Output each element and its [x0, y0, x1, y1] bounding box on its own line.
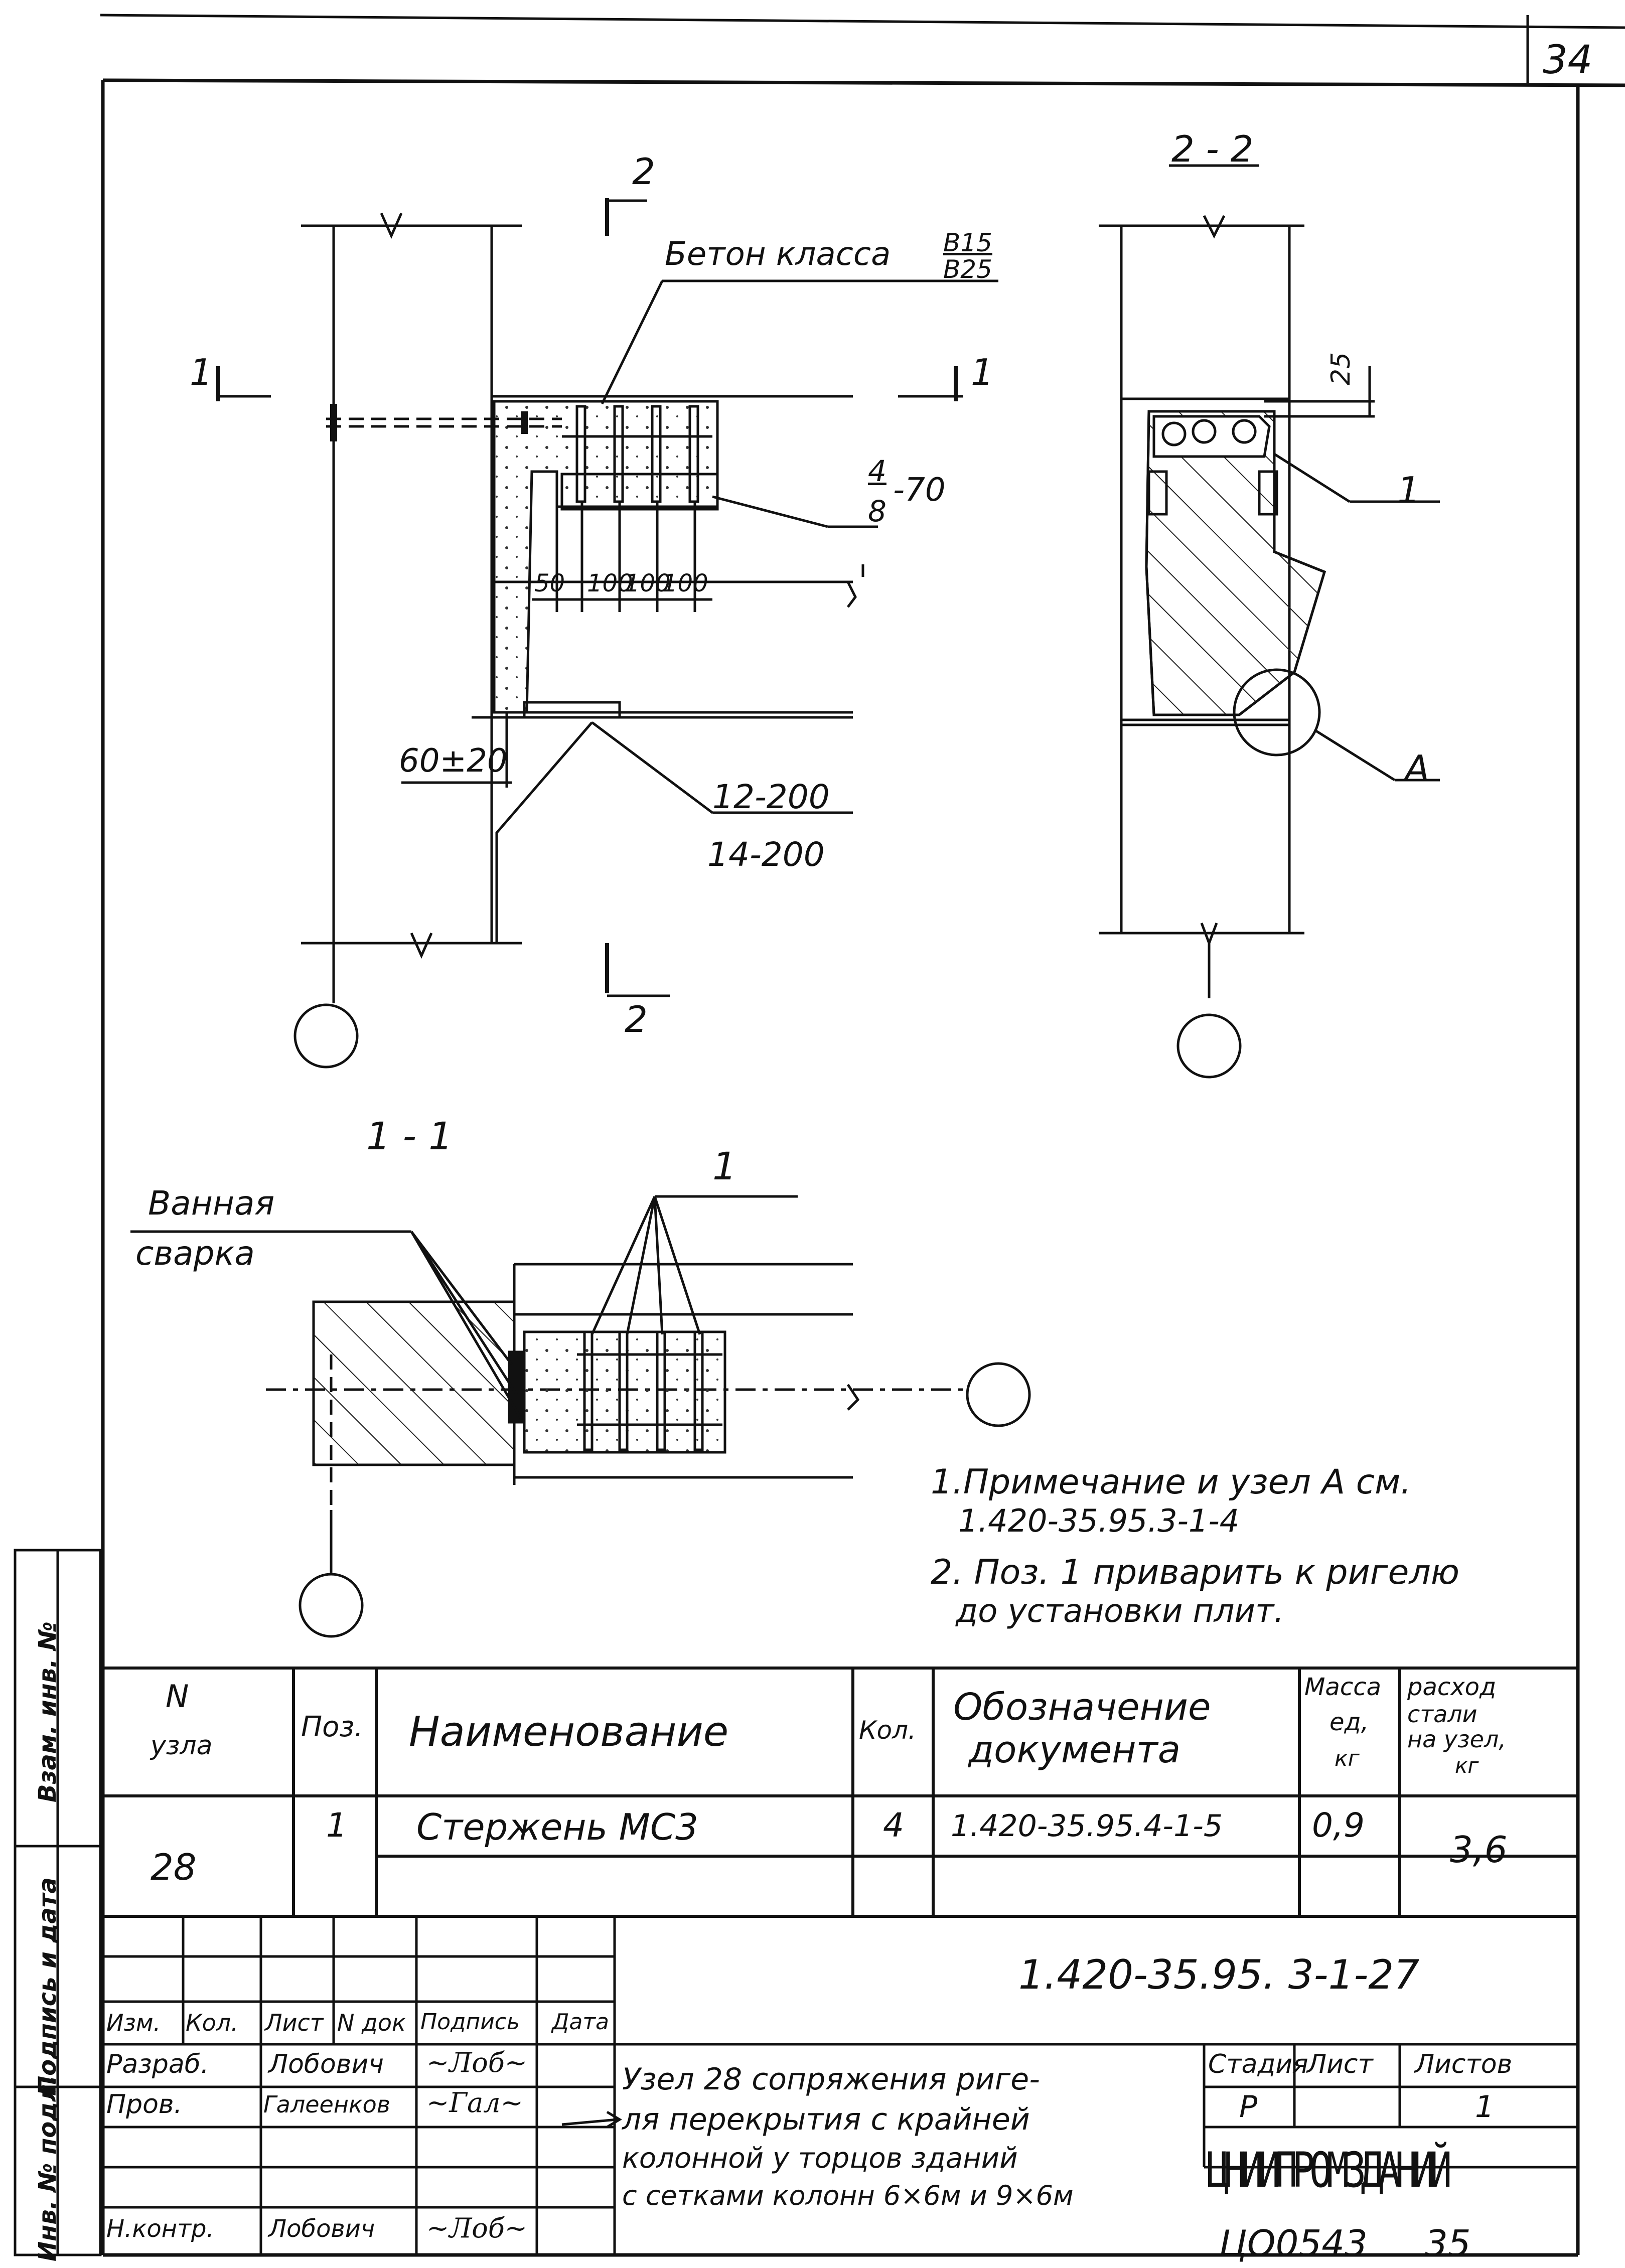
concrete-class-label: Бетон класса — [665, 236, 891, 273]
title-line-3: колонной у торцов зданий — [622, 2142, 1018, 2175]
title-line-4: с сетками колонн 6×6м и 9×6м — [622, 2180, 1074, 2211]
col-podpis: Подпись — [420, 2009, 520, 2035]
dim-100-b: 100 — [625, 569, 671, 597]
page-bottom-number: 35 — [1425, 2222, 1471, 2264]
section-2-2-title: 2 - 2 — [1171, 128, 1254, 170]
th-mass-2: ед, — [1329, 1708, 1369, 1736]
inventory-code: ЦО0543 — [1219, 2222, 1368, 2264]
rebar-spacing: -70 — [893, 472, 946, 509]
th-pos: Поз. — [301, 1711, 363, 1743]
side-label-sign-date: Подпись и дата — [34, 1877, 62, 2096]
bath-welding-label-2: сварка — [135, 1234, 255, 1273]
section-1-1-title: 1 - 1 — [366, 1114, 453, 1158]
main-elevation — [216, 198, 998, 1069]
title-line-1: Узел 28 сопряжения риге- — [622, 2062, 1040, 2097]
concrete-class-top: B15 — [943, 228, 992, 257]
role-prov: Пров. — [106, 2089, 183, 2120]
th-doc-2: документа — [968, 1728, 1181, 1771]
pos-1-callout-section-11: 1 — [712, 1144, 737, 1188]
title-line-2: ля перекрытия с крайней — [622, 2102, 1030, 2137]
section-1-marker-right: 1 — [971, 351, 994, 393]
dim-50: 50 — [534, 569, 565, 597]
title-block-grid — [103, 1916, 1578, 2255]
th-steel-2: стали — [1407, 1701, 1478, 1728]
th-steel-1: расход — [1407, 1673, 1497, 1701]
td-doc: 1.420-35.95.4-1-5 — [951, 1808, 1223, 1844]
stage-label: Стадия — [1208, 2049, 1308, 2079]
bath-welding-label-1: Ванная — [148, 1184, 275, 1223]
sheet-label: Лист — [1307, 2049, 1373, 2079]
td-pos: 1 — [326, 1806, 347, 1845]
sheets-value: 1 — [1475, 2089, 1495, 2125]
th-mass-3: кг — [1335, 1746, 1360, 1771]
sheet-frame — [100, 14, 1625, 2257]
dim-100-c: 100 — [662, 569, 708, 597]
pos-1-callout-section-22: 1 — [1397, 469, 1420, 511]
note-2-line-2: до установки плит. — [956, 1593, 1284, 1630]
th-name: Наименование — [409, 1708, 729, 1756]
sheets-label: Листов — [1415, 2049, 1513, 2079]
side-strip-lines — [14, 1549, 102, 2256]
side-label-inv-no: Инв. № подл. — [34, 2075, 62, 2261]
td-name: Стержень МС3 — [416, 1806, 698, 1848]
role-nkontr: Н.контр. — [106, 2215, 214, 2243]
signature-prov: ~Гал~ — [426, 2087, 523, 2119]
signature-nkontr: ~Лоб~ — [426, 2212, 528, 2244]
stage-value: Р — [1239, 2089, 1258, 2125]
sheet-number: 34 — [1543, 38, 1593, 83]
rebar-mark-bottom: 8 — [868, 494, 887, 528]
th-steel-3: на узел, — [1407, 1726, 1506, 1753]
th-node-no-2: узла — [151, 1731, 213, 1761]
side-label-replaces-inv: Взам. инв. № — [34, 1621, 62, 1802]
th-mass-1: Масса — [1304, 1673, 1382, 1701]
spec-table-grid — [103, 1667, 1578, 1918]
section-1-marker-left: 1 — [190, 351, 213, 393]
dim-60-20: 60±20 — [399, 742, 508, 780]
th-qty: Кол. — [859, 1716, 916, 1745]
doc-code: 1.420-35.95. 3-1-27 — [1018, 1951, 1420, 1998]
col-izm: Изм. — [106, 2009, 161, 2036]
col-data: Дата — [552, 2009, 609, 2035]
col-list: Лист — [265, 2009, 324, 2036]
name-nkontr: Лобович — [268, 2215, 375, 2243]
section-2-2-linework — [1099, 164, 1440, 1079]
note-1-line-2: 1.420-35.95.3-1-4 — [958, 1502, 1240, 1539]
th-steel-4: кг — [1455, 1753, 1479, 1778]
th-node-no-1: N — [166, 1678, 189, 1715]
section-2-marker-top: 2 — [632, 150, 655, 193]
td-node: 28 — [151, 1846, 197, 1888]
dim-12-200: 12-200 — [712, 778, 830, 816]
td-qty: 4 — [883, 1806, 904, 1845]
rebar-mark-top: 4 — [868, 454, 887, 488]
name-prov: Галеенков — [263, 2091, 390, 2118]
col-ndok: N док — [337, 2009, 406, 2036]
section-2-marker-bottom: 2 — [625, 998, 648, 1040]
dim-25: 25 — [1326, 352, 1357, 386]
signature-razrab: ~Лоб~ — [426, 2047, 528, 2078]
section-1-1-linework — [130, 1195, 1031, 1638]
td-steel: 3,6 — [1450, 1829, 1508, 1871]
note-2-line-1: 2. Поз. 1 приварить к ригелю — [931, 1553, 1460, 1592]
role-razrab: Разраб. — [106, 2049, 209, 2079]
dim-100-a: 100 — [587, 569, 633, 597]
dim-14-200: 14-200 — [707, 835, 825, 874]
name-razrab: Лобович — [268, 2049, 384, 2079]
node-a-label: A — [1405, 747, 1430, 790]
note-1-line-1: 1.Примечание и узел A см. — [931, 1462, 1412, 1502]
th-doc-1: Обозначение — [953, 1686, 1211, 1729]
org-name: ЦНИИПРОМЗДАНИЙ — [1207, 2142, 1452, 2198]
td-mass: 0,9 — [1312, 1806, 1365, 1845]
col-kol: Кол. — [186, 2009, 238, 2036]
concrete-class-bottom: B25 — [943, 255, 992, 284]
